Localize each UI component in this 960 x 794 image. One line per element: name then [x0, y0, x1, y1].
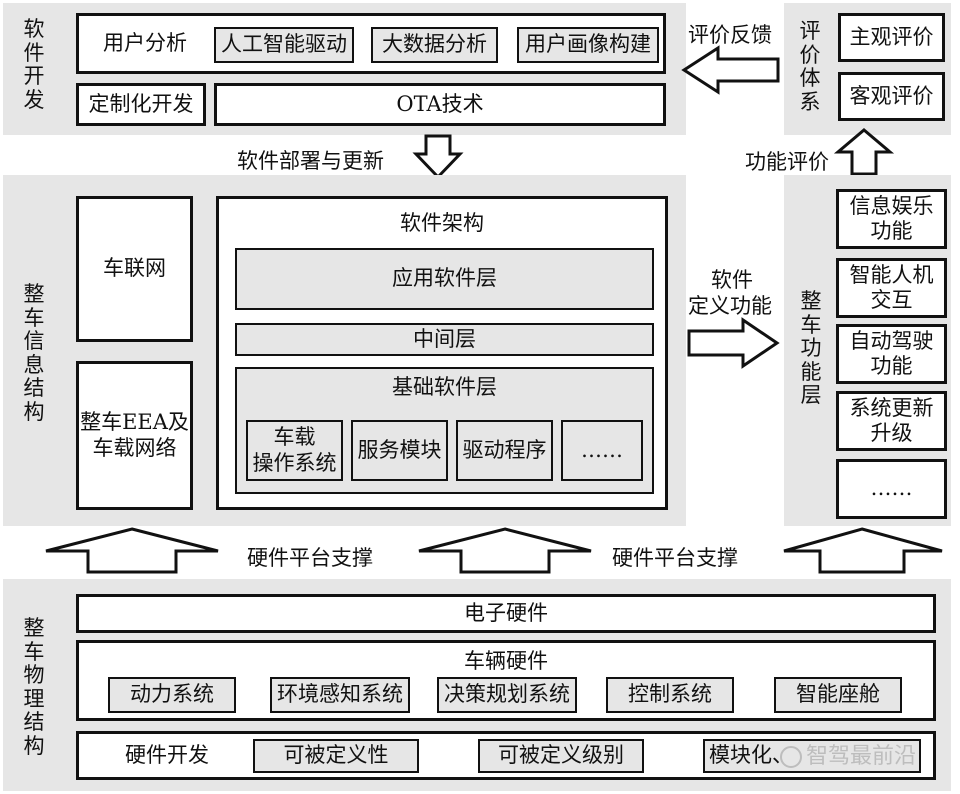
hw-support-arrow-3: [783, 527, 943, 574]
deploy-update-arrow: [412, 134, 464, 180]
hmi-box: 智能人机 交互: [836, 258, 947, 318]
hw-support-arrow-2: [418, 527, 592, 574]
autodrive-line2: 功能: [870, 354, 913, 378]
base-layer-title: 基础软件层: [392, 375, 497, 399]
feedback-label: 评价反馈: [688, 23, 772, 47]
vehicle-hw-title: 车辆硬件: [464, 649, 548, 673]
app-layer-box: 应用软件层: [235, 248, 654, 310]
sysupdate-line1: 系统更新: [849, 395, 934, 420]
software-dev-title: 软件开发: [23, 17, 45, 112]
watermark-text: 智驾最前沿: [806, 744, 917, 769]
physical-title: 整车物理结构: [23, 616, 45, 758]
function-eval-arrow: [833, 128, 895, 176]
software-defined-label-line1: 软件: [711, 268, 753, 292]
feedback-arrow: [681, 45, 780, 95]
autodrive-line1: 自动驾驶: [849, 328, 934, 353]
modular-label: 模块化、: [709, 743, 793, 768]
autodrive-box: 自动驾驶 功能: [836, 324, 947, 384]
infotainment-box: 信息娱乐 功能: [836, 189, 947, 249]
definable-level-box: 可被定义级别: [478, 739, 644, 773]
hw-support-label-right: 硬件平台支撑: [612, 546, 738, 570]
middle-layer-box: 中间层: [235, 323, 654, 356]
custom-dev-box: 定制化开发: [76, 83, 206, 126]
eea-label-line2: 车载网络: [92, 435, 177, 460]
decision-box: 决策规划系统: [437, 677, 577, 713]
sysupdate-box: 系统更新 升级: [836, 391, 947, 451]
hw-support-label-left: 硬件平台支撑: [247, 546, 373, 570]
vehicle-os-line2: 操作系统: [252, 450, 337, 475]
watermark-logo-icon: [780, 746, 802, 768]
hmi-line1: 智能人机: [849, 262, 934, 287]
software-defined-arrow: [687, 317, 780, 369]
deploy-update-label: 软件部署与更新: [237, 149, 384, 173]
eea-label-line1: 整车EEA及: [80, 410, 189, 435]
driver-box: 驱动程序: [456, 420, 553, 481]
big-data-box: 大数据分析: [371, 27, 498, 63]
vehicle-func-title: 整车功能层: [800, 289, 822, 408]
env-sensing-box: 环境感知系统: [270, 677, 410, 713]
modular-box: 模块化、: [703, 739, 921, 773]
infotainment-line2: 功能: [870, 219, 913, 243]
definable-box: 可被定义性: [253, 739, 419, 773]
hw-dev-label: 硬件开发: [125, 742, 209, 767]
hmi-line2: 交互: [870, 288, 913, 312]
powertrain-box: 动力系统: [108, 677, 236, 713]
infotainment-line1: 信息娱乐: [849, 193, 934, 218]
control-box: 控制系统: [606, 677, 734, 713]
ai-driven-box: 人工智能驱动: [214, 27, 354, 63]
vehicle-os-line1: 车载: [273, 425, 316, 450]
subjective-eval-box: 主观评价: [838, 13, 945, 62]
sw-arch-title: 软件架构: [400, 211, 484, 235]
electronic-hw-box: 电子硬件: [76, 594, 936, 633]
software-defined-label-line2: 定义功能: [688, 294, 772, 318]
ota-box: OTA技术: [214, 83, 666, 126]
service-module-box: 服务模块: [351, 420, 448, 481]
watermark: 智驾最前沿: [780, 738, 916, 770]
user-analysis-label: 用户分析: [103, 30, 187, 55]
eval-system-title: 评价体系: [799, 19, 821, 114]
user-portrait-box: 用户画像构建: [517, 27, 659, 63]
func-more-box: ……: [836, 459, 947, 519]
hw-support-arrow-1: [45, 527, 219, 574]
sysupdate-line2: 升级: [870, 421, 913, 445]
base-more-box: ……: [561, 420, 643, 481]
cockpit-box: 智能座舱: [774, 677, 902, 713]
vehicle-info-title: 整车信息结构: [23, 282, 45, 424]
eea-box: 整车EEA及 车载网络: [76, 361, 193, 510]
iov-box: 车联网: [76, 196, 193, 342]
vehicle-os-box: 车载 操作系统: [246, 420, 343, 481]
objective-eval-box: 客观评价: [838, 72, 945, 121]
function-eval-label: 功能评价: [745, 150, 829, 174]
